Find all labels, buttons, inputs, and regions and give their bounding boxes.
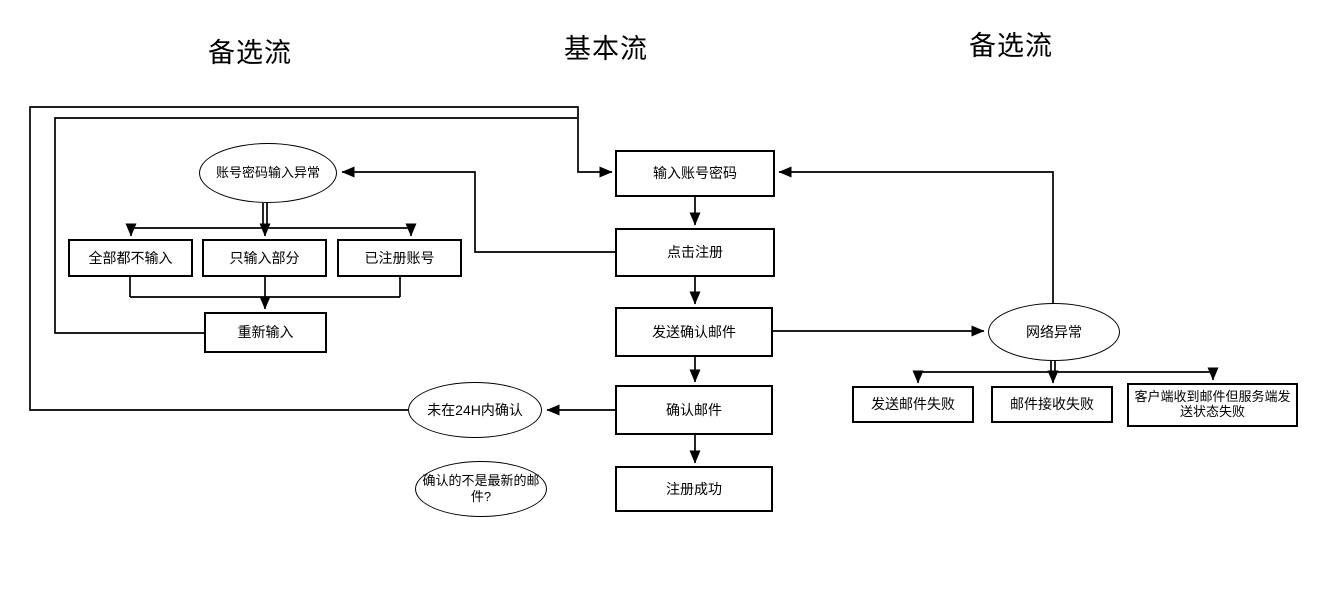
node-credential-input-error: 账号密码输入异常 bbox=[199, 143, 337, 203]
node-label: 全部都不输入 bbox=[88, 249, 173, 266]
edge-credential-error-drop bbox=[262, 203, 268, 228]
node-label: 重新输入 bbox=[237, 324, 294, 341]
flow-title-center: 基本流 bbox=[564, 34, 648, 64]
node-partial-entered: 只输入部分 bbox=[202, 239, 327, 277]
node-label: 客户端收到邮件但服务端发送状态失败 bbox=[1134, 389, 1291, 419]
node-registered-account: 已注册账号 bbox=[337, 239, 462, 277]
flow-title-left: 备选流 bbox=[208, 38, 292, 68]
node-register-success: 注册成功 bbox=[615, 466, 773, 512]
flow-title-right: 备选流 bbox=[969, 31, 1053, 61]
node-click-register: 点击注册 bbox=[615, 228, 775, 277]
node-label: 只输入部分 bbox=[229, 249, 300, 266]
node-label: 网络异常 bbox=[1026, 323, 1082, 340]
edge-network-loop-to-enter bbox=[778, 166, 1054, 303]
node-network-error: 网络异常 bbox=[988, 303, 1120, 361]
node-label: 点击注册 bbox=[667, 244, 723, 261]
node-label: 邮件接收失败 bbox=[1010, 396, 1094, 413]
node-label: 未在24H内确认 bbox=[427, 401, 523, 418]
node-mail-receive-failed: 邮件接收失败 bbox=[991, 386, 1113, 423]
node-send-confirm-email: 发送确认邮件 bbox=[615, 307, 773, 357]
edge-network-error-drop bbox=[1050, 361, 1056, 372]
node-label: 确认的不是最新的邮件? bbox=[422, 473, 540, 504]
node-send-mail-failed: 发送邮件失败 bbox=[852, 386, 974, 423]
node-enter-credentials: 输入账号密码 bbox=[615, 150, 775, 197]
edge-24h-loop-to-enter bbox=[29, 106, 613, 411]
node-none-entered: 全部都不输入 bbox=[68, 239, 193, 277]
node-label: 输入账号密码 bbox=[653, 165, 737, 182]
node-client-received-server-failed: 客户端收到邮件但服务端发送状态失败 bbox=[1127, 383, 1298, 427]
node-label: 账号密码输入异常 bbox=[215, 165, 320, 181]
edge-left-merge bbox=[129, 277, 401, 298]
edge-click-to-credential-error bbox=[341, 166, 615, 253]
node-not-confirmed-24h: 未在24H内确认 bbox=[408, 382, 542, 438]
node-confirm-email: 确认邮件 bbox=[615, 385, 773, 435]
node-label: 注册成功 bbox=[666, 480, 722, 497]
node-re-enter: 重新输入 bbox=[204, 312, 327, 353]
node-label: 确认邮件 bbox=[666, 401, 722, 418]
edge-reenter-loop bbox=[54, 117, 577, 334]
node-label: 已注册账号 bbox=[364, 249, 435, 266]
node-label: 发送邮件失败 bbox=[871, 396, 955, 413]
node-label: 发送确认邮件 bbox=[652, 323, 736, 340]
node-confirmed-not-latest: 确认的不是最新的邮件? bbox=[415, 461, 547, 517]
